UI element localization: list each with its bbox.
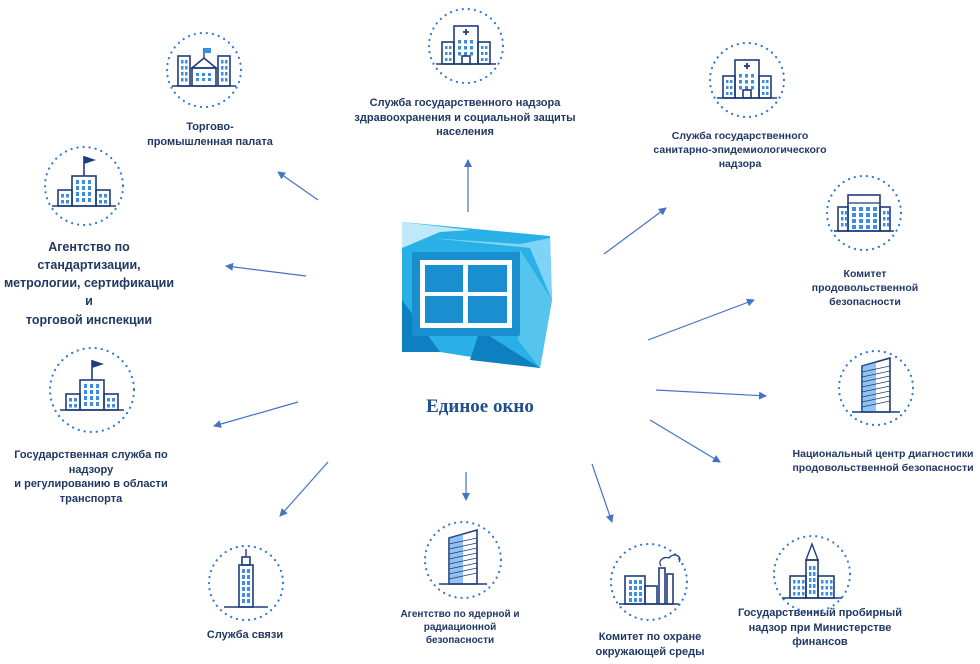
node-label-ecology: Комитет по охране окружающей среды	[595, 631, 705, 658]
dotted-ring	[165, 31, 243, 109]
arrow-assay	[649, 419, 721, 463]
factory-icon	[619, 554, 681, 605]
city-buildings-icon	[172, 48, 236, 87]
node-label-food-committee: Комитет продовольственной безопасности	[811, 268, 919, 308]
arrow-transport	[213, 401, 299, 428]
skyscraper-icon	[439, 528, 487, 585]
dotted-ring	[207, 544, 285, 622]
skyscraper-icon	[852, 356, 900, 413]
node-label-food-center: Национальный центр диагностики продоволь…	[792, 448, 974, 474]
dotted-ring	[837, 349, 915, 427]
arrow-food-committee	[647, 298, 755, 341]
node-icon-nuclear	[423, 520, 503, 600]
office-building-icon	[834, 194, 894, 232]
node-icon-assay	[772, 534, 852, 614]
node-icon-health	[427, 7, 505, 85]
node-label-health: Служба государственного надзора здравоох…	[354, 97, 576, 139]
node-label-sanepid: Служба государственного санитарно-эпидем…	[653, 130, 827, 170]
arrow-communications	[279, 461, 329, 517]
dotted-ring	[43, 145, 125, 227]
flag-building-icon	[52, 156, 116, 207]
spire-building-icon	[782, 542, 842, 599]
node-icon-sanepid	[708, 41, 786, 119]
node-icon-communications	[207, 544, 285, 622]
arrow-tpp	[277, 171, 319, 201]
flag-building-icon	[60, 360, 124, 411]
window-logo-icon	[402, 222, 552, 368]
tower-icon	[224, 549, 268, 608]
dotted-ring	[427, 7, 505, 85]
arrow-sanepid	[603, 207, 667, 255]
node-label-assay: Государственный пробирный надзор при Мин…	[738, 607, 902, 649]
node-label-standards: Агентство по стандартизации, метрологии,…	[3, 240, 175, 327]
node-label-nuclear: Агентство по ядерной и радиационной безо…	[400, 609, 520, 647]
arrow-ecology	[591, 463, 614, 523]
arrow-food-center	[655, 389, 767, 400]
dotted-ring	[48, 346, 136, 434]
dotted-ring	[609, 542, 689, 622]
node-icon-food-committee	[825, 174, 903, 252]
node-label-transport: Государственная служба по надзору и регу…	[14, 449, 168, 505]
dotted-ring	[423, 520, 503, 600]
dotted-ring	[825, 174, 903, 252]
node-icon-tpp	[165, 31, 243, 109]
dotted-ring	[708, 41, 786, 119]
node-icon-standards	[43, 145, 125, 227]
node-label-tpp: Торгово- промышленная палата	[147, 121, 273, 148]
node-label-communications: Служба связи	[206, 629, 284, 641]
center-title: Единое окно	[426, 396, 534, 417]
dotted-ring	[772, 534, 852, 614]
hospital-icon	[436, 25, 496, 65]
arrows	[213, 159, 767, 523]
node-icons	[43, 7, 915, 622]
node-icon-transport	[48, 346, 136, 434]
hospital-icon	[717, 59, 777, 99]
node-icon-food-center	[837, 349, 915, 427]
arrow-standards	[225, 262, 307, 277]
node-icon-ecology	[609, 542, 689, 622]
